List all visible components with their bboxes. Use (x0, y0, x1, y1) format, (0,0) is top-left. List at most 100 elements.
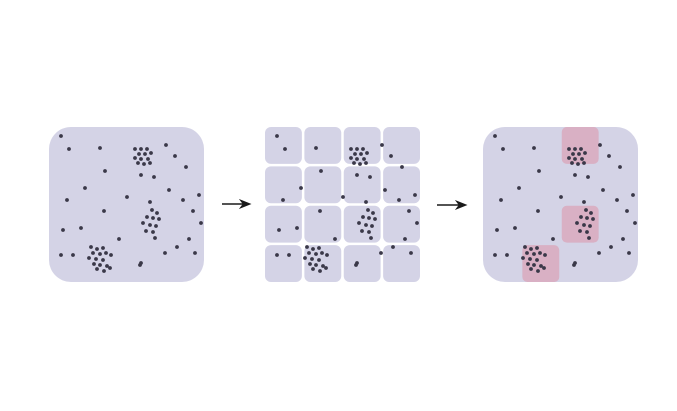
data-point (151, 230, 155, 234)
data-point (197, 193, 201, 197)
data-point (532, 146, 536, 150)
data-point (157, 217, 161, 221)
data-point (181, 198, 185, 202)
data-point (573, 157, 577, 161)
data-point (79, 226, 83, 230)
data-point (65, 198, 69, 202)
data-point (361, 215, 365, 219)
data-point (311, 267, 315, 271)
data-point (317, 258, 321, 262)
data-point (364, 200, 368, 204)
data-point (146, 157, 150, 161)
data-point (379, 251, 383, 255)
data-point (493, 134, 497, 138)
grid-cell-r2-c2 (343, 205, 381, 243)
data-point (582, 223, 586, 227)
data-point (542, 266, 546, 270)
data-point (311, 247, 315, 251)
data-point (415, 221, 419, 225)
data-point (91, 251, 95, 255)
data-point (187, 237, 191, 241)
data-point (98, 252, 102, 256)
data-point (529, 267, 533, 271)
data-point (609, 245, 613, 249)
data-point (101, 258, 105, 262)
data-point (139, 157, 143, 161)
data-point (523, 245, 527, 249)
data-point (403, 237, 407, 241)
grid-cell-r0-c2 (343, 127, 381, 164)
grid-cells (265, 127, 420, 282)
data-point (142, 162, 146, 166)
data-point (400, 165, 404, 169)
data-point (308, 262, 312, 266)
data-point (295, 226, 299, 230)
data-point (538, 251, 542, 255)
highlight-cells (522, 127, 599, 282)
grid-cell-r3-c0 (265, 245, 302, 282)
data-point (310, 257, 314, 261)
data-point (324, 266, 328, 270)
data-point (148, 223, 152, 227)
data-point (87, 256, 91, 260)
data-point (582, 200, 586, 204)
data-point (576, 162, 580, 166)
data-point (517, 186, 521, 190)
data-point (535, 258, 539, 262)
data-point (320, 251, 324, 255)
grid-cell-r1-c2 (343, 166, 381, 204)
data-point (307, 251, 311, 255)
grid-cell-r0-c3 (383, 127, 420, 164)
data-point (193, 251, 197, 255)
highlight-cell-r3-c1 (522, 245, 560, 282)
data-point (299, 186, 303, 190)
data-point (199, 221, 203, 225)
data-point (314, 252, 318, 256)
data-point (283, 147, 287, 151)
data-point (621, 237, 625, 241)
data-point (505, 253, 509, 257)
data-point (591, 217, 595, 221)
data-point (139, 173, 143, 177)
data-point (103, 169, 107, 173)
data-point (559, 195, 563, 199)
data-point (493, 253, 497, 257)
data-point (357, 221, 361, 225)
data-point (367, 216, 371, 220)
data-point (521, 256, 525, 260)
data-point (102, 209, 106, 213)
data-point (59, 134, 63, 138)
data-point (627, 251, 631, 255)
data-point (573, 147, 577, 151)
stage-highlighted (483, 127, 638, 282)
data-point (98, 146, 102, 150)
highlight-cell-r0-c2 (561, 127, 599, 164)
data-point (578, 229, 582, 233)
data-point (359, 152, 363, 156)
data-point (117, 237, 121, 241)
data-point (98, 263, 102, 267)
grid-cell-r2-c3 (383, 205, 420, 243)
data-point (535, 246, 539, 250)
data-point (145, 147, 149, 151)
data-point (364, 161, 368, 165)
data-point (397, 198, 401, 202)
data-point (125, 195, 129, 199)
data-point (153, 236, 157, 240)
data-point (144, 229, 148, 233)
data-point (83, 186, 87, 190)
data-point (354, 263, 358, 267)
data-point (152, 175, 156, 179)
data-point (184, 165, 188, 169)
data-point (321, 264, 325, 268)
data-point (571, 152, 575, 156)
data-point (383, 188, 387, 192)
data-point (191, 209, 195, 213)
data-point (371, 211, 375, 215)
data-point (369, 236, 373, 240)
data-point (314, 146, 318, 150)
data-point (570, 161, 574, 165)
data-point (572, 263, 576, 267)
data-point (319, 169, 323, 173)
data-point (163, 251, 167, 255)
